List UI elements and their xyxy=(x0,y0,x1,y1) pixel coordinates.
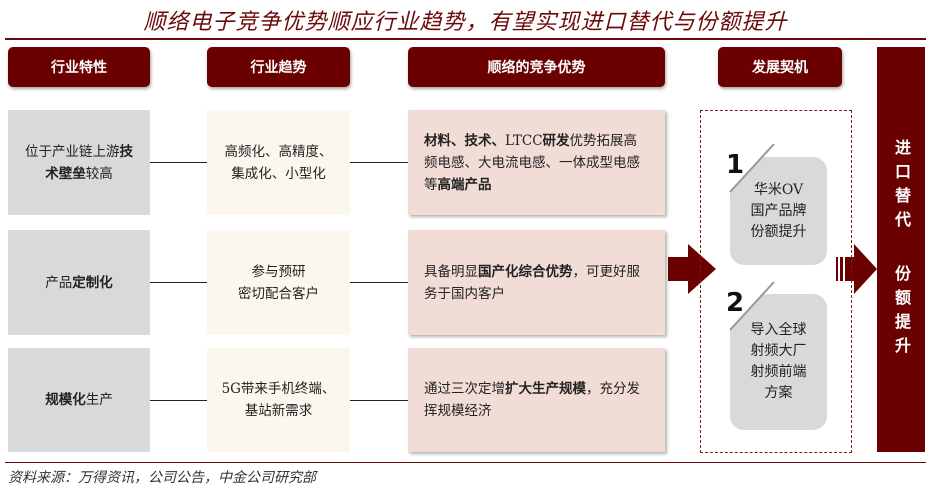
text-bold: 技术壁垒 xyxy=(45,143,133,182)
text: 华米OV xyxy=(753,181,804,198)
trait-cell: 规模化生产 xyxy=(8,348,150,452)
text: 射频大厂 xyxy=(750,343,807,359)
text: 生产 xyxy=(85,392,113,408)
trait-cell: 位于产业链上游技术壁垒较高 xyxy=(8,110,150,215)
text: 高频化、高精度、 xyxy=(224,143,333,160)
trend-cell: 参与预研密切配合客户 xyxy=(207,230,350,335)
header-competitive-advantages: 顺络的竞争优势 xyxy=(408,47,665,87)
text-bold: 高端产品 xyxy=(437,176,492,193)
trend-cell: 高频化、高精度、集成化、小型化 xyxy=(207,110,350,215)
opportunity-card: 华米OV 国产品牌份额提升 xyxy=(730,157,827,265)
text: 方案 xyxy=(764,385,793,401)
right-arrow-icon xyxy=(836,244,877,294)
source-note: 资料来源：万得资讯，公司公告，中金公司研究部 xyxy=(8,470,316,486)
text: 密切配合客户 xyxy=(238,285,319,302)
text: 位于产业链上游 xyxy=(25,143,120,160)
side-banner-top: 进口替代 xyxy=(892,138,911,235)
text: 国产品牌 xyxy=(750,202,807,219)
header-industry-trends: 行业趋势 xyxy=(207,47,350,87)
step-number: 1 xyxy=(726,150,745,180)
header-industry-traits: 行业特性 xyxy=(8,47,150,87)
text-bold: 材料、技术、 xyxy=(424,132,505,149)
step-number: 2 xyxy=(726,288,745,318)
text: 基站新需求 xyxy=(244,403,313,419)
text: 具备明显 xyxy=(424,263,478,280)
number-tab-shape xyxy=(722,282,775,331)
side-banner: 进口替代 份额提升 xyxy=(877,47,925,452)
text: 射频前端 xyxy=(750,364,807,380)
right-arrow-icon xyxy=(668,244,716,294)
connector-line xyxy=(150,282,207,283)
text: LTCC xyxy=(505,132,543,149)
text: ，可更好服务于国内客户 xyxy=(424,263,640,302)
trend-cell: 5G带来手机终端、基站新需求 xyxy=(207,348,350,452)
text: 较高 xyxy=(85,165,113,182)
text: 参与预研 xyxy=(251,263,306,280)
text: 优势拓展高频电感、大电流电感、一体成型电感等 xyxy=(424,132,640,193)
side-banner-bottom: 份额提升 xyxy=(892,264,911,361)
connector-line xyxy=(350,400,408,401)
text: 份额提升 xyxy=(750,223,807,240)
text-bold: 规模化 xyxy=(45,392,86,408)
text: 产品 xyxy=(45,274,73,291)
connector-line xyxy=(150,400,207,401)
text-bold: 扩大生产规模 xyxy=(505,381,586,397)
advantage-cell: 具备明显国产化综合优势，可更好服务于国内客户 xyxy=(408,230,665,335)
text-bold: 定制化 xyxy=(72,274,113,291)
text: 导入全球 xyxy=(750,322,807,338)
text: 5G带来手机终端、 xyxy=(221,381,336,397)
text-bold: 研发 xyxy=(542,132,570,149)
text: ，充分发挥规模经济 xyxy=(424,381,640,419)
page-title: 顺络电子竞争优势顺应行业趋势，有望实现进口替代与份额提升 xyxy=(143,10,788,35)
header-opportunities: 发展契机 xyxy=(718,47,842,87)
opportunities-frame xyxy=(700,110,852,453)
connector-line xyxy=(350,162,408,163)
text: 通过三次定增 xyxy=(424,381,505,397)
advantage-cell: 通过三次定增扩大生产规模，充分发挥规模经济 xyxy=(408,348,665,452)
connector-line xyxy=(150,162,207,163)
title-divider xyxy=(5,38,926,40)
text-bold: 国产化综合优势 xyxy=(478,263,573,280)
advantage-cell: 材料、技术、LTCC研发优势拓展高频电感、大电流电感、一体成型电感等高端产品 xyxy=(408,110,665,215)
trait-cell: 产品定制化 xyxy=(8,230,150,335)
connector-line xyxy=(350,282,408,283)
text: 集成化、小型化 xyxy=(231,165,326,182)
opportunity-card: 导入全球射频大厂射频前端方案 xyxy=(730,294,827,430)
footer-divider xyxy=(5,462,926,463)
number-tab-shape xyxy=(722,144,775,193)
